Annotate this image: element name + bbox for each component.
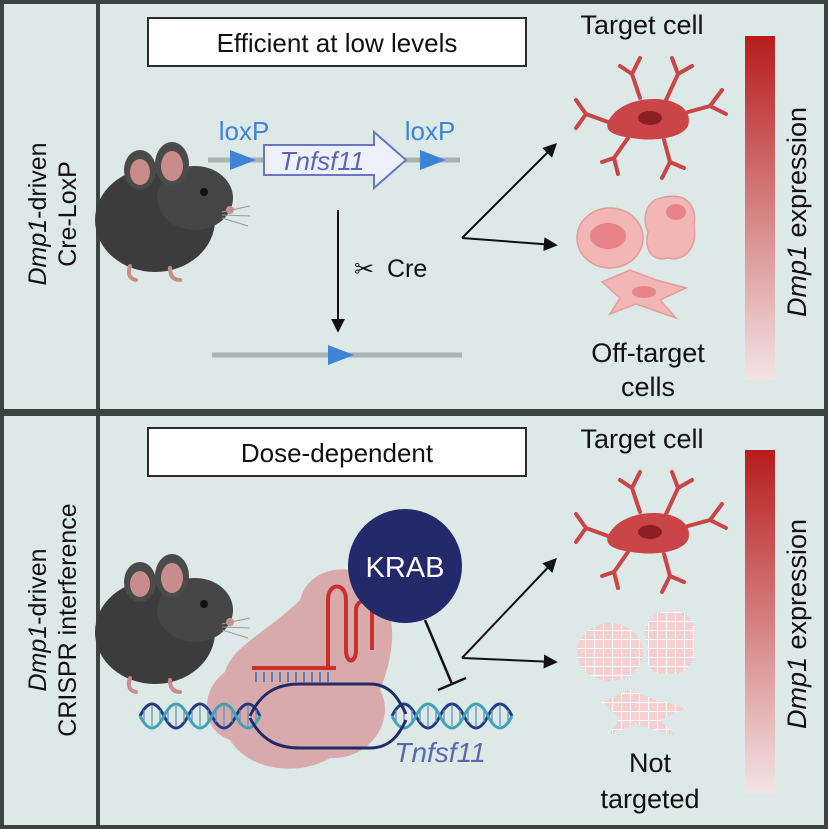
inhibition-bar (437, 676, 467, 692)
panel1-gradient-rest: expression (782, 107, 812, 245)
loxp-right-triangle (420, 150, 446, 170)
offtarget-cell-spindle-nucleus (632, 286, 656, 298)
panel2-target-label: Target cell (580, 424, 703, 454)
panel1-target-label: Target cell (580, 10, 703, 40)
scissors-icon: ✂ (354, 256, 374, 283)
panel2-side-label-line1: Dmp1-driven (24, 548, 52, 691)
cre-label: Cre (387, 255, 427, 283)
panel2-gradient-italic: Dmp1 (782, 657, 812, 729)
panel1-gradient-italic: Dmp1 (782, 245, 812, 317)
arrow-to-nontargeted-cells (461, 654, 558, 669)
panel2-gene-label: Tnfsf11 (394, 737, 485, 768)
panel1-title: Efficient at low levels (217, 28, 458, 58)
nontargeted-cell-round (577, 623, 643, 681)
nontargeted-cell-spindle (602, 690, 686, 736)
nontargeted-cell-irregular (645, 611, 695, 674)
panel2-title-box (147, 427, 527, 477)
sgrna-base-pairs (255, 672, 329, 682)
panel2-side-label-line2: CRISPR interference (54, 503, 82, 736)
offtarget-cell-irregular-nucleus (666, 204, 686, 220)
dna-strand-open-top (248, 682, 408, 717)
offtarget-cell-irregular (644, 195, 696, 260)
panel2-side-label-box (4, 416, 96, 825)
panel2-expression-gradient-bar (745, 450, 775, 794)
loxp-right-label: loxP (405, 116, 456, 146)
krab-label: KRAB (366, 552, 445, 584)
panel2-gradient-label: Dmp1 expression (782, 519, 812, 729)
panel2-offtarget-label-line1: Not (629, 748, 672, 778)
offtarget-cell-round-nucleus (590, 223, 626, 249)
panel1-gene-label: Tnfsf11 (280, 146, 365, 176)
panel2-title: Dose-dependent (241, 438, 434, 468)
panel2-side-label-rest: -driven (24, 548, 52, 624)
loxp-left-label: loxP (219, 116, 270, 146)
panel2-side-label-italic: Dmp1 (24, 625, 52, 692)
panel1-side-label-line1: Dmp1-driven (24, 142, 52, 285)
arrow-to-offtarget-cells (461, 237, 558, 252)
panel1-side-label-rest: -driven (24, 142, 52, 218)
loxp-left-triangle (230, 150, 256, 170)
panel1-side-label-line2: Cre-LoxP (54, 161, 82, 267)
arrow-to-target-cell (461, 143, 557, 239)
loxp-remaining-triangle (328, 345, 354, 365)
panel2-gradient-rest: expression (782, 519, 812, 657)
inhibition-line (423, 619, 454, 685)
panel1-side-label-box (4, 4, 96, 409)
panel1-title-box (147, 17, 527, 67)
krab-domain (348, 509, 462, 623)
arrow-to-target-cell-2 (461, 557, 557, 659)
panel1-side-label-italic: Dmp1 (24, 219, 52, 286)
panel1-offtarget-label-line2: cells (621, 372, 675, 402)
dna-strand-open-bottom (248, 717, 408, 750)
panel1-expression-gradient-bar (745, 36, 775, 380)
panel2-offtarget-label-line2: targeted (600, 784, 699, 814)
gene-arrow (263, 129, 408, 191)
panel1-gradient-label: Dmp1 expression (782, 107, 812, 317)
panel1-offtarget-label-line1: Off-target (591, 338, 705, 368)
